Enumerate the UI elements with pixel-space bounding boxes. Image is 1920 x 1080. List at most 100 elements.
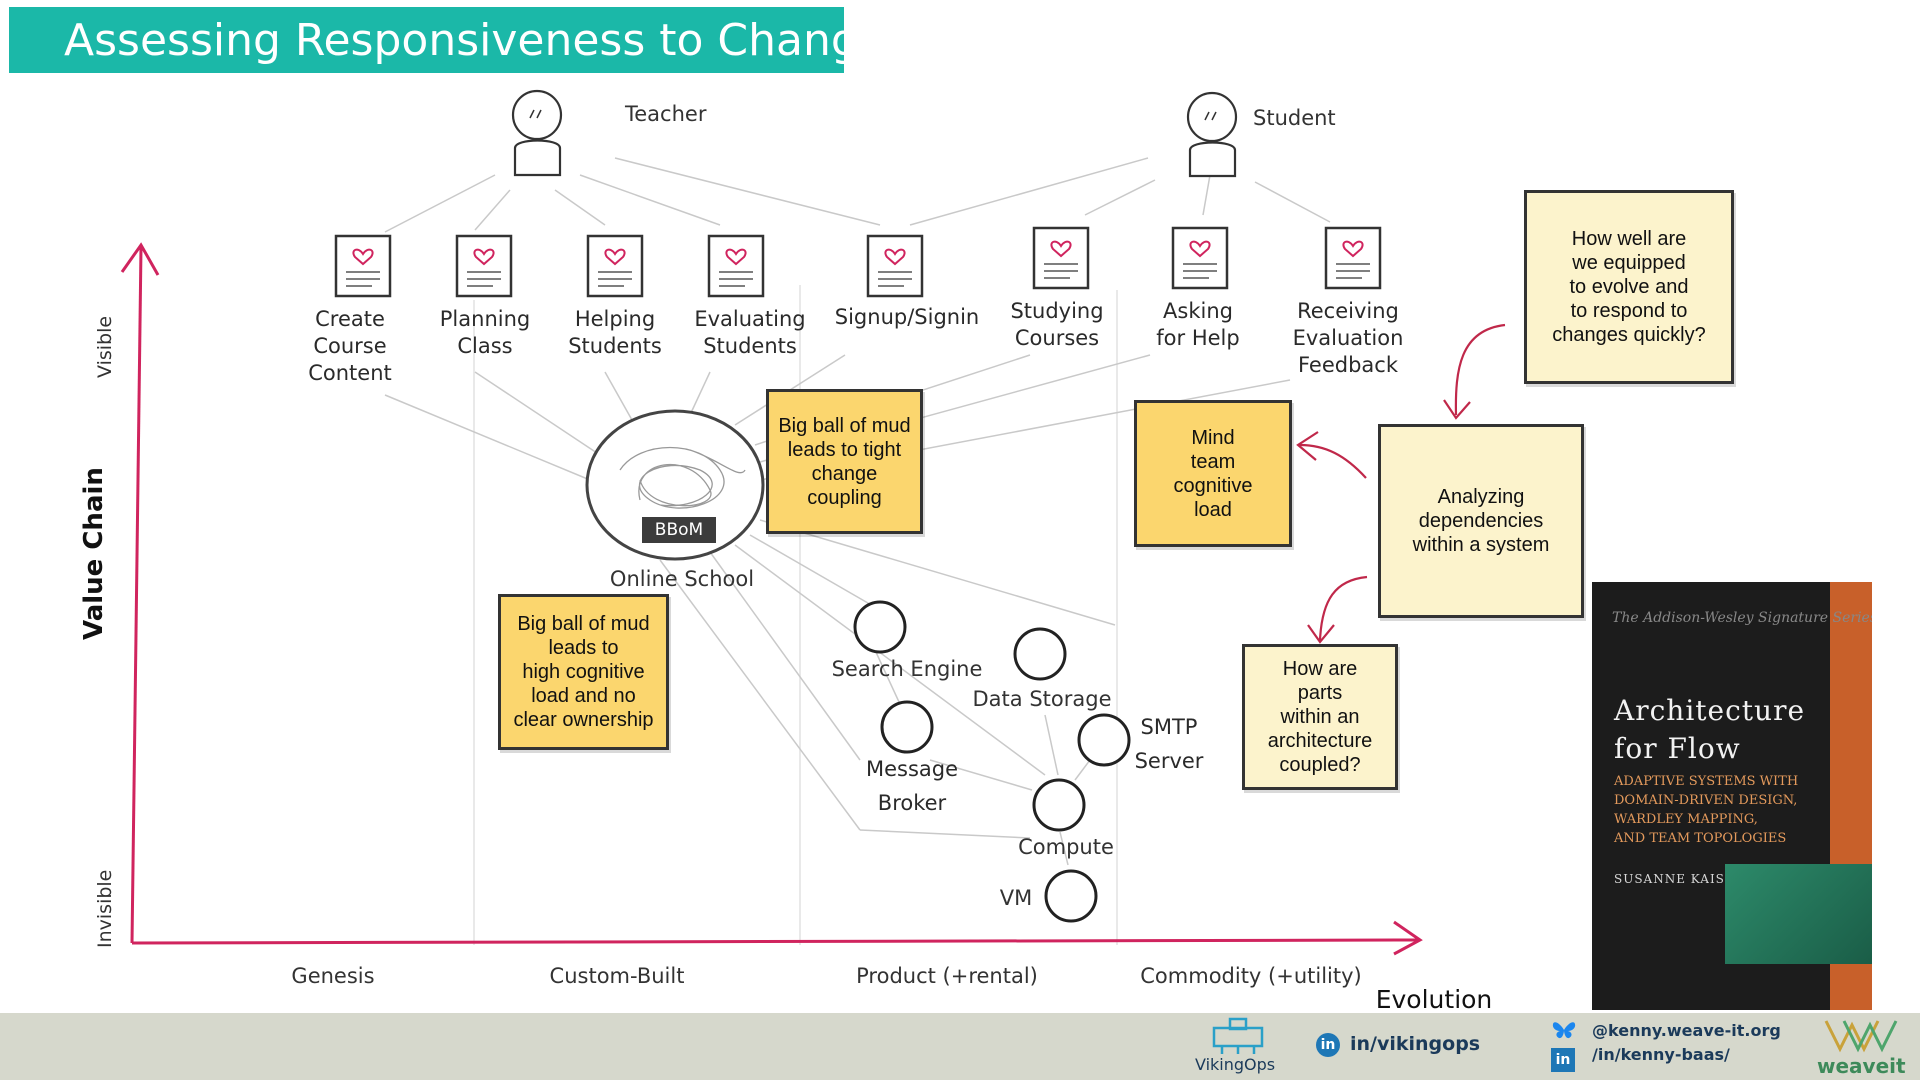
line-compute-vm bbox=[1059, 831, 1069, 866]
document-heart-icon bbox=[586, 234, 644, 298]
compute-node[interactable] bbox=[1032, 778, 1086, 832]
line-bbom-search bbox=[749, 534, 881, 611]
document-heart-icon bbox=[1324, 226, 1382, 290]
online-school-label: Online School bbox=[609, 567, 755, 591]
arrow-analyzing-mind bbox=[1299, 443, 1367, 479]
need-signup-signin[interactable]: Signup/Signin bbox=[834, 305, 980, 329]
linkedin-handle[interactable]: /in/kenny-baas/ bbox=[1592, 1045, 1730, 1064]
document-heart-icon bbox=[866, 234, 924, 298]
y-axis-label: Value Chain bbox=[79, 467, 109, 640]
line-student-studying bbox=[1084, 179, 1156, 216]
weaveit-logo-icon bbox=[1824, 1020, 1898, 1053]
y-axis-arrowhead bbox=[120, 242, 160, 276]
need-receiving-evaluation-feedback[interactable]: Receiving Evaluation Feedback bbox=[1292, 299, 1404, 377]
x-axis-line bbox=[131, 938, 1419, 945]
note-mind-team[interactable]: Mind team cognitive load bbox=[1134, 400, 1292, 547]
book-title: Architecture for Flow bbox=[1614, 694, 1806, 765]
document-heart-icon bbox=[1032, 226, 1090, 290]
slide-title: Assessing Responsiveness to Change bbox=[64, 15, 886, 66]
need-studying-courses[interactable]: Studying Courses bbox=[1010, 299, 1104, 350]
weaveit-label: weaveit bbox=[1817, 1054, 1906, 1078]
line-teacher-create bbox=[384, 174, 496, 233]
need-evaluating-students[interactable]: Evaluating Students bbox=[694, 307, 806, 358]
vikingops-logo-icon bbox=[1212, 1017, 1264, 1054]
stage-commodity: Commodity (+utility) bbox=[1140, 964, 1362, 988]
line-compute-tail bbox=[859, 829, 1031, 839]
line-bbom-broker bbox=[709, 551, 861, 761]
arrow-analyzing-coupled-head bbox=[1307, 624, 1335, 644]
need-helping-students[interactable]: Helping Students bbox=[568, 307, 662, 358]
note-how-coupled[interactable]: How are parts within an architecture cou… bbox=[1242, 644, 1398, 790]
line-student-receiving bbox=[1254, 181, 1331, 223]
bluesky-handle[interactable]: @kenny.weave-it.org bbox=[1592, 1021, 1781, 1040]
note-analyzing-dependencies[interactable]: Analyzing dependencies within a system bbox=[1378, 424, 1584, 618]
line-bbom-datastorage bbox=[734, 544, 1046, 776]
arrow-howwell-analyzing bbox=[1454, 323, 1506, 416]
teacher-icon bbox=[511, 89, 563, 177]
linkedin-icon[interactable]: in bbox=[1316, 1033, 1340, 1057]
x-axis-arrowhead bbox=[1393, 920, 1423, 956]
linkedin-square-icon[interactable]: in bbox=[1551, 1048, 1575, 1072]
bluesky-icon[interactable] bbox=[1551, 1019, 1577, 1041]
vm-node[interactable] bbox=[1044, 869, 1098, 923]
line-bbom-compute bbox=[659, 559, 861, 831]
note-cognitive-load[interactable]: Big ball of mud leads to high cognitive … bbox=[498, 594, 669, 750]
smtp-server-label: SMTP Server bbox=[1134, 715, 1204, 773]
note-how-well-equipped[interactable]: How well are we equipped to evolve and t… bbox=[1524, 190, 1734, 384]
book-author: Susanne Kaiser bbox=[1614, 872, 1745, 886]
teacher-label: Teacher bbox=[625, 102, 707, 126]
line-create-bbom bbox=[384, 394, 591, 481]
octopus-image bbox=[1725, 864, 1872, 964]
line-student-signup bbox=[909, 157, 1149, 226]
y-axis-top-label: Visible bbox=[94, 315, 116, 378]
line-teacher-signup bbox=[614, 157, 881, 226]
vikingops-label: VikingOps bbox=[1195, 1055, 1276, 1074]
note-arrows bbox=[1296, 323, 1506, 644]
line-student-asking bbox=[1202, 174, 1211, 216]
search-engine-node[interactable] bbox=[853, 600, 907, 654]
line-evaluating-bbom bbox=[689, 371, 711, 416]
smtp-server-node[interactable] bbox=[1077, 713, 1131, 767]
document-heart-icon bbox=[455, 234, 513, 298]
arrow-howwell-analyzing-head bbox=[1443, 399, 1471, 420]
document-heart-icon bbox=[707, 234, 765, 298]
title-bar: Assessing Responsiveness to Change bbox=[9, 7, 886, 73]
line-teacher-evaluating bbox=[579, 174, 721, 226]
stage-product: Product (+rental) bbox=[856, 964, 1038, 988]
line-bbom-smtp bbox=[759, 519, 1116, 626]
y-axis-line bbox=[130, 246, 143, 944]
bbom-scribble bbox=[619, 446, 746, 509]
line-smtp-compute bbox=[1074, 759, 1091, 781]
bbom-circle[interactable] bbox=[585, 409, 765, 561]
linkedin-vikingops-link[interactable]: in/vikingops bbox=[1350, 1033, 1481, 1055]
axes bbox=[120, 242, 1423, 956]
line-teacher-helping bbox=[554, 189, 606, 226]
note-tight-coupling[interactable]: Big ball of mud leads to tight change co… bbox=[766, 389, 923, 534]
document-heart-icon bbox=[1171, 226, 1229, 290]
arrow-analyzing-mind-head bbox=[1296, 431, 1319, 461]
vm-label: VM bbox=[999, 886, 1033, 910]
data-storage-label: Data Storage bbox=[972, 687, 1112, 711]
line-helping-bbom bbox=[604, 371, 633, 421]
student-label: Student bbox=[1253, 106, 1336, 130]
book-cover: The Addison-Wesley Signature Series Arch… bbox=[1592, 582, 1872, 1010]
compute-label: Compute bbox=[1018, 835, 1114, 859]
need-asking-for-help[interactable]: Asking for Help bbox=[1156, 299, 1240, 350]
stage-custom-built: Custom-Built bbox=[549, 964, 685, 988]
data-storage-node[interactable] bbox=[1013, 627, 1067, 681]
book-series: The Addison-Wesley Signature Series bbox=[1612, 610, 1872, 626]
message-broker-node[interactable] bbox=[880, 700, 934, 754]
arrow-analyzing-coupled bbox=[1318, 575, 1368, 641]
book-subtitle: Adaptive Systems with Domain-Driven Desi… bbox=[1614, 774, 1799, 846]
line-teacher-planning bbox=[474, 189, 511, 231]
need-planning-class[interactable]: Planning Class bbox=[439, 307, 531, 358]
x-axis-label: Evolution bbox=[1375, 985, 1493, 1014]
need-create-course-content[interactable]: Create Course Content bbox=[308, 307, 392, 385]
document-heart-icon bbox=[334, 234, 392, 298]
search-engine-label: Search Engine bbox=[831, 657, 983, 681]
line-broker-compute bbox=[929, 759, 1033, 791]
component-circles bbox=[853, 600, 1131, 923]
bbom-tag: BBoM bbox=[642, 517, 716, 543]
